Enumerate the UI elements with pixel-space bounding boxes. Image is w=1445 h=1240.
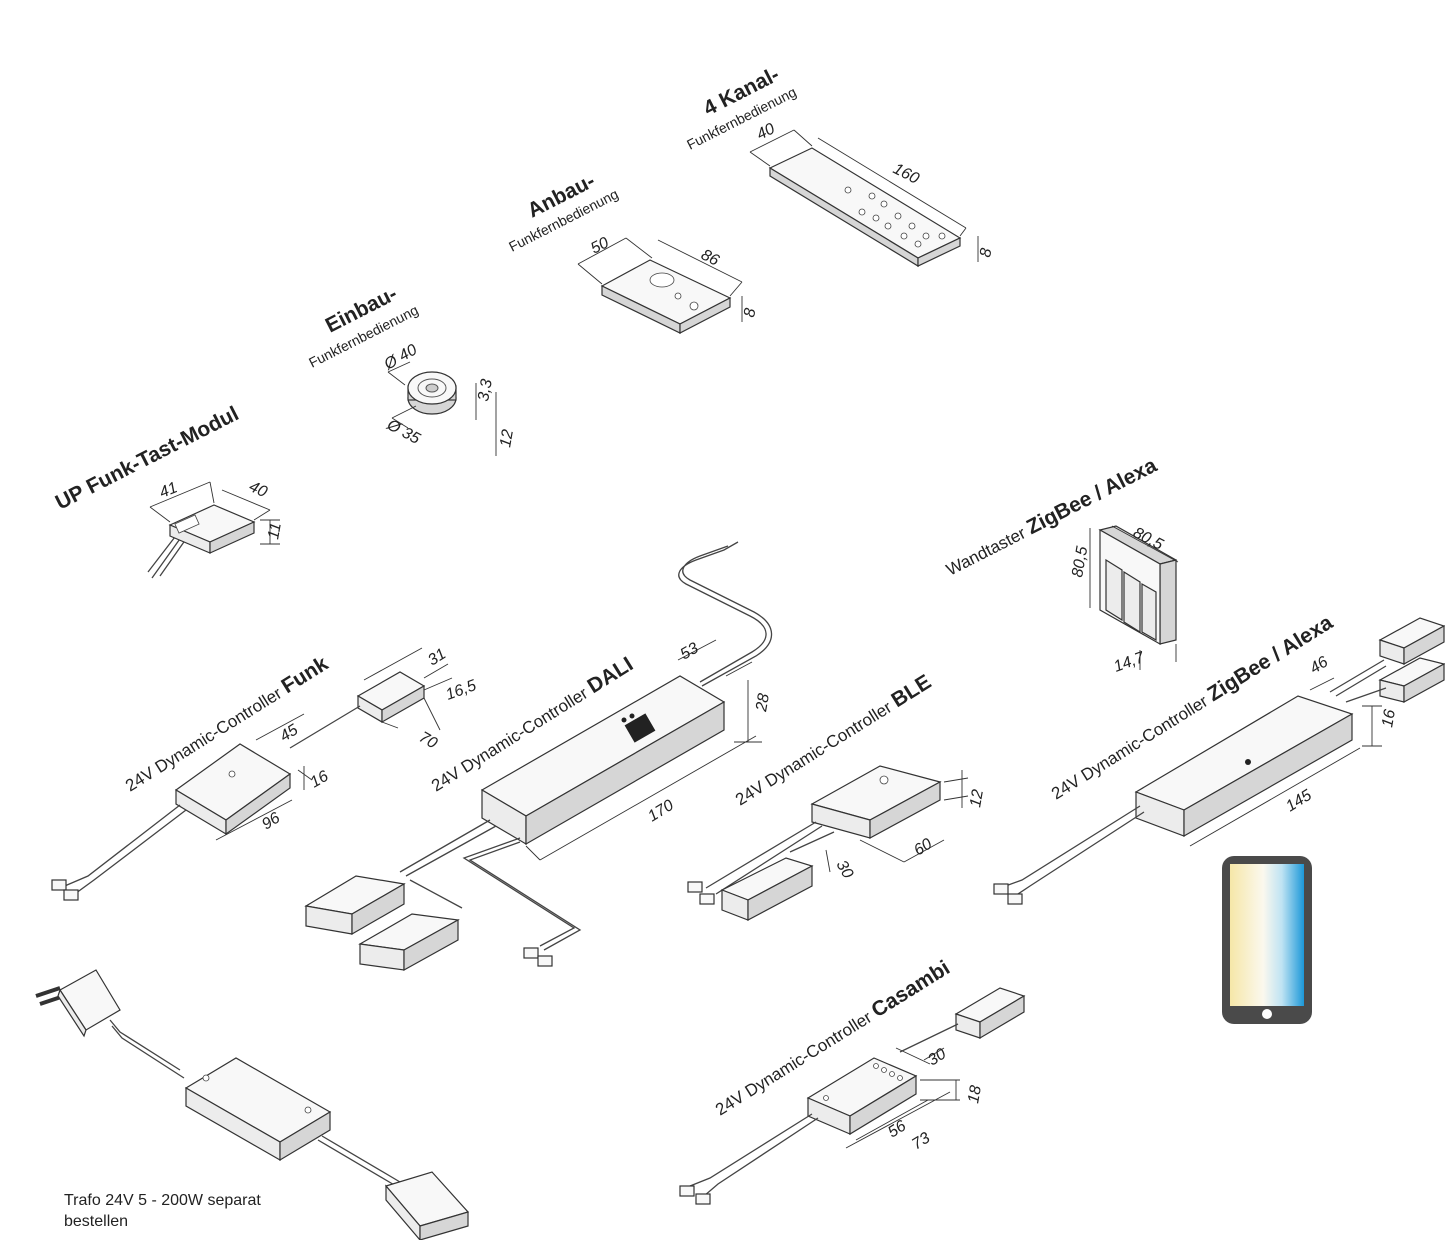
dali-dim-170: 170 [645,797,677,826]
kanal4-dim-length: 160 [890,160,922,187]
anbau-dim-height: 8 [741,307,759,319]
anbau-dim-width: 50 [588,234,612,257]
funk-dim-70: 70 [416,729,440,753]
wandtaster-zigbee-alexa: Wandtaster ZigBee / Alexa 80,5 80,5 14,7 [943,454,1179,676]
dali-dim-28: 28 [753,692,773,714]
einbau-funkfernbedienung: Einbau- Funkfernbedienung Ø 40 3,3 Ø 35 … [306,282,517,456]
ble-dim-12: 12 [967,788,987,809]
smartphone-icon [1222,856,1312,1024]
casambi-dim-73: 73 [909,1129,933,1153]
casambi-dim-30: 30 [925,1045,949,1069]
trafo-note: Trafo 24V 5 - 200W separat bestellen [64,1192,261,1230]
funk-dim-16: 16 [308,768,332,792]
einbau-dim-outer: Ø 40 [381,341,420,374]
ble-dim-60: 60 [911,835,935,859]
controller-dali: 24V Dynamic-Controller DALI 53 28 170 [304,541,773,972]
kanal4-funkfernbedienung: 4 Kanal- Funkfernbedienung 40 160 8 [684,63,996,268]
controller-zigbee-alexa: 24V Dynamic-Controller ZigBee / Alexa 46… [993,611,1445,905]
kanal4-dim-height: 8 [977,247,995,259]
controller-ble: 24V Dynamic-Controller BLE 12 60 30 [687,670,987,921]
anbau-funkfernbedienung: Anbau- Funkfernbedienung 50 86 8 [506,169,760,334]
einbau-dim-inner: Ø 35 [383,416,423,448]
einbau-dim-top: 3,3 [475,378,496,403]
ble-dim-30: 30 [833,858,857,882]
up-funk-tast-modul: UP Funk-Tast-Modul 41 40 11 [52,402,285,579]
funk-dim-165: 16,5 [444,677,479,704]
casambi-dim-56: 56 [885,1117,909,1141]
dali-dim-53: 53 [678,640,702,664]
up-funk-dim-height: 11 [265,521,285,540]
anbau-dim-length: 86 [698,246,722,269]
zigbee-dim-145: 145 [1283,787,1315,816]
up-funk-dim-depth: 40 [246,478,269,501]
controller-casambi: 24V Dynamic-Controller Casambi 30 18 56 … [679,956,1026,1205]
zigbee-dim-46: 46 [1307,653,1331,677]
wandtaster-dim-depth: 14,7 [1112,649,1148,676]
trafo-power-supply [35,969,470,1240]
funk-dim-96: 96 [259,809,283,833]
einbau-dim-height: 12 [497,428,517,449]
controller-funk: 24V Dynamic-Controller Funk 31 16,5 70 4… [51,646,479,901]
zigbee-dim-16: 16 [1379,708,1399,729]
wandtaster-dim-height: 80,5 [1069,545,1091,579]
funk-dim-31: 31 [425,646,449,670]
kanal4-dim-width: 40 [754,120,778,143]
up-funk-dim-width: 41 [157,479,180,501]
funk-dim-45: 45 [277,721,301,745]
up-funk-title: UP Funk-Tast-Modul [52,402,243,514]
casambi-dim-18: 18 [965,1084,985,1105]
